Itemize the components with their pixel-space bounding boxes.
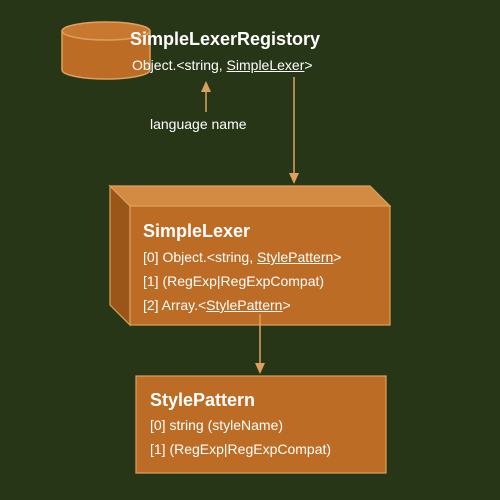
registry-type-prefix: Object.<string, [132,57,227,73]
lexer-title: SimpleLexer [143,221,251,241]
style-pattern-link[interactable]: StylePattern [206,297,283,313]
edge-label: language name [150,116,247,132]
database-icon [61,21,151,80]
lexer-field-2-suffix: > [282,297,291,313]
registry-title: SimpleLexerRegistory [130,29,321,49]
style-pattern-node [135,375,387,474]
pattern-title: StylePattern [150,390,256,410]
lexer-field-1: [1] (RegExp|RegExpCompat) [143,273,325,289]
lexer-to-pattern-arrow [255,314,265,374]
simple-lexer-link[interactable]: SimpleLexer [226,57,305,73]
language-name-arrow [201,81,211,112]
registry-type: Object.<string, SimpleLexer> [132,57,313,73]
registry-type-suffix: > [304,57,313,73]
lexer-field-0-suffix: > [333,249,342,265]
lexer-field-2-prefix: [2] Array.< [143,297,207,313]
lexer-field-0: [0] Object.<string, StylePattern> [143,249,341,265]
registry-to-lexer-arrow [289,77,299,184]
lexer-field-0-prefix: [0] Object.<string, [143,249,257,265]
style-pattern-link[interactable]: StylePattern [257,249,334,265]
simple-lexer-node [108,184,392,327]
pattern-field-0: [0] string (styleName) [150,417,284,433]
lexer-field-2: [2] Array.<StylePattern> [143,297,291,313]
pattern-field-1: [1] (RegExp|RegExpCompat) [150,441,332,457]
